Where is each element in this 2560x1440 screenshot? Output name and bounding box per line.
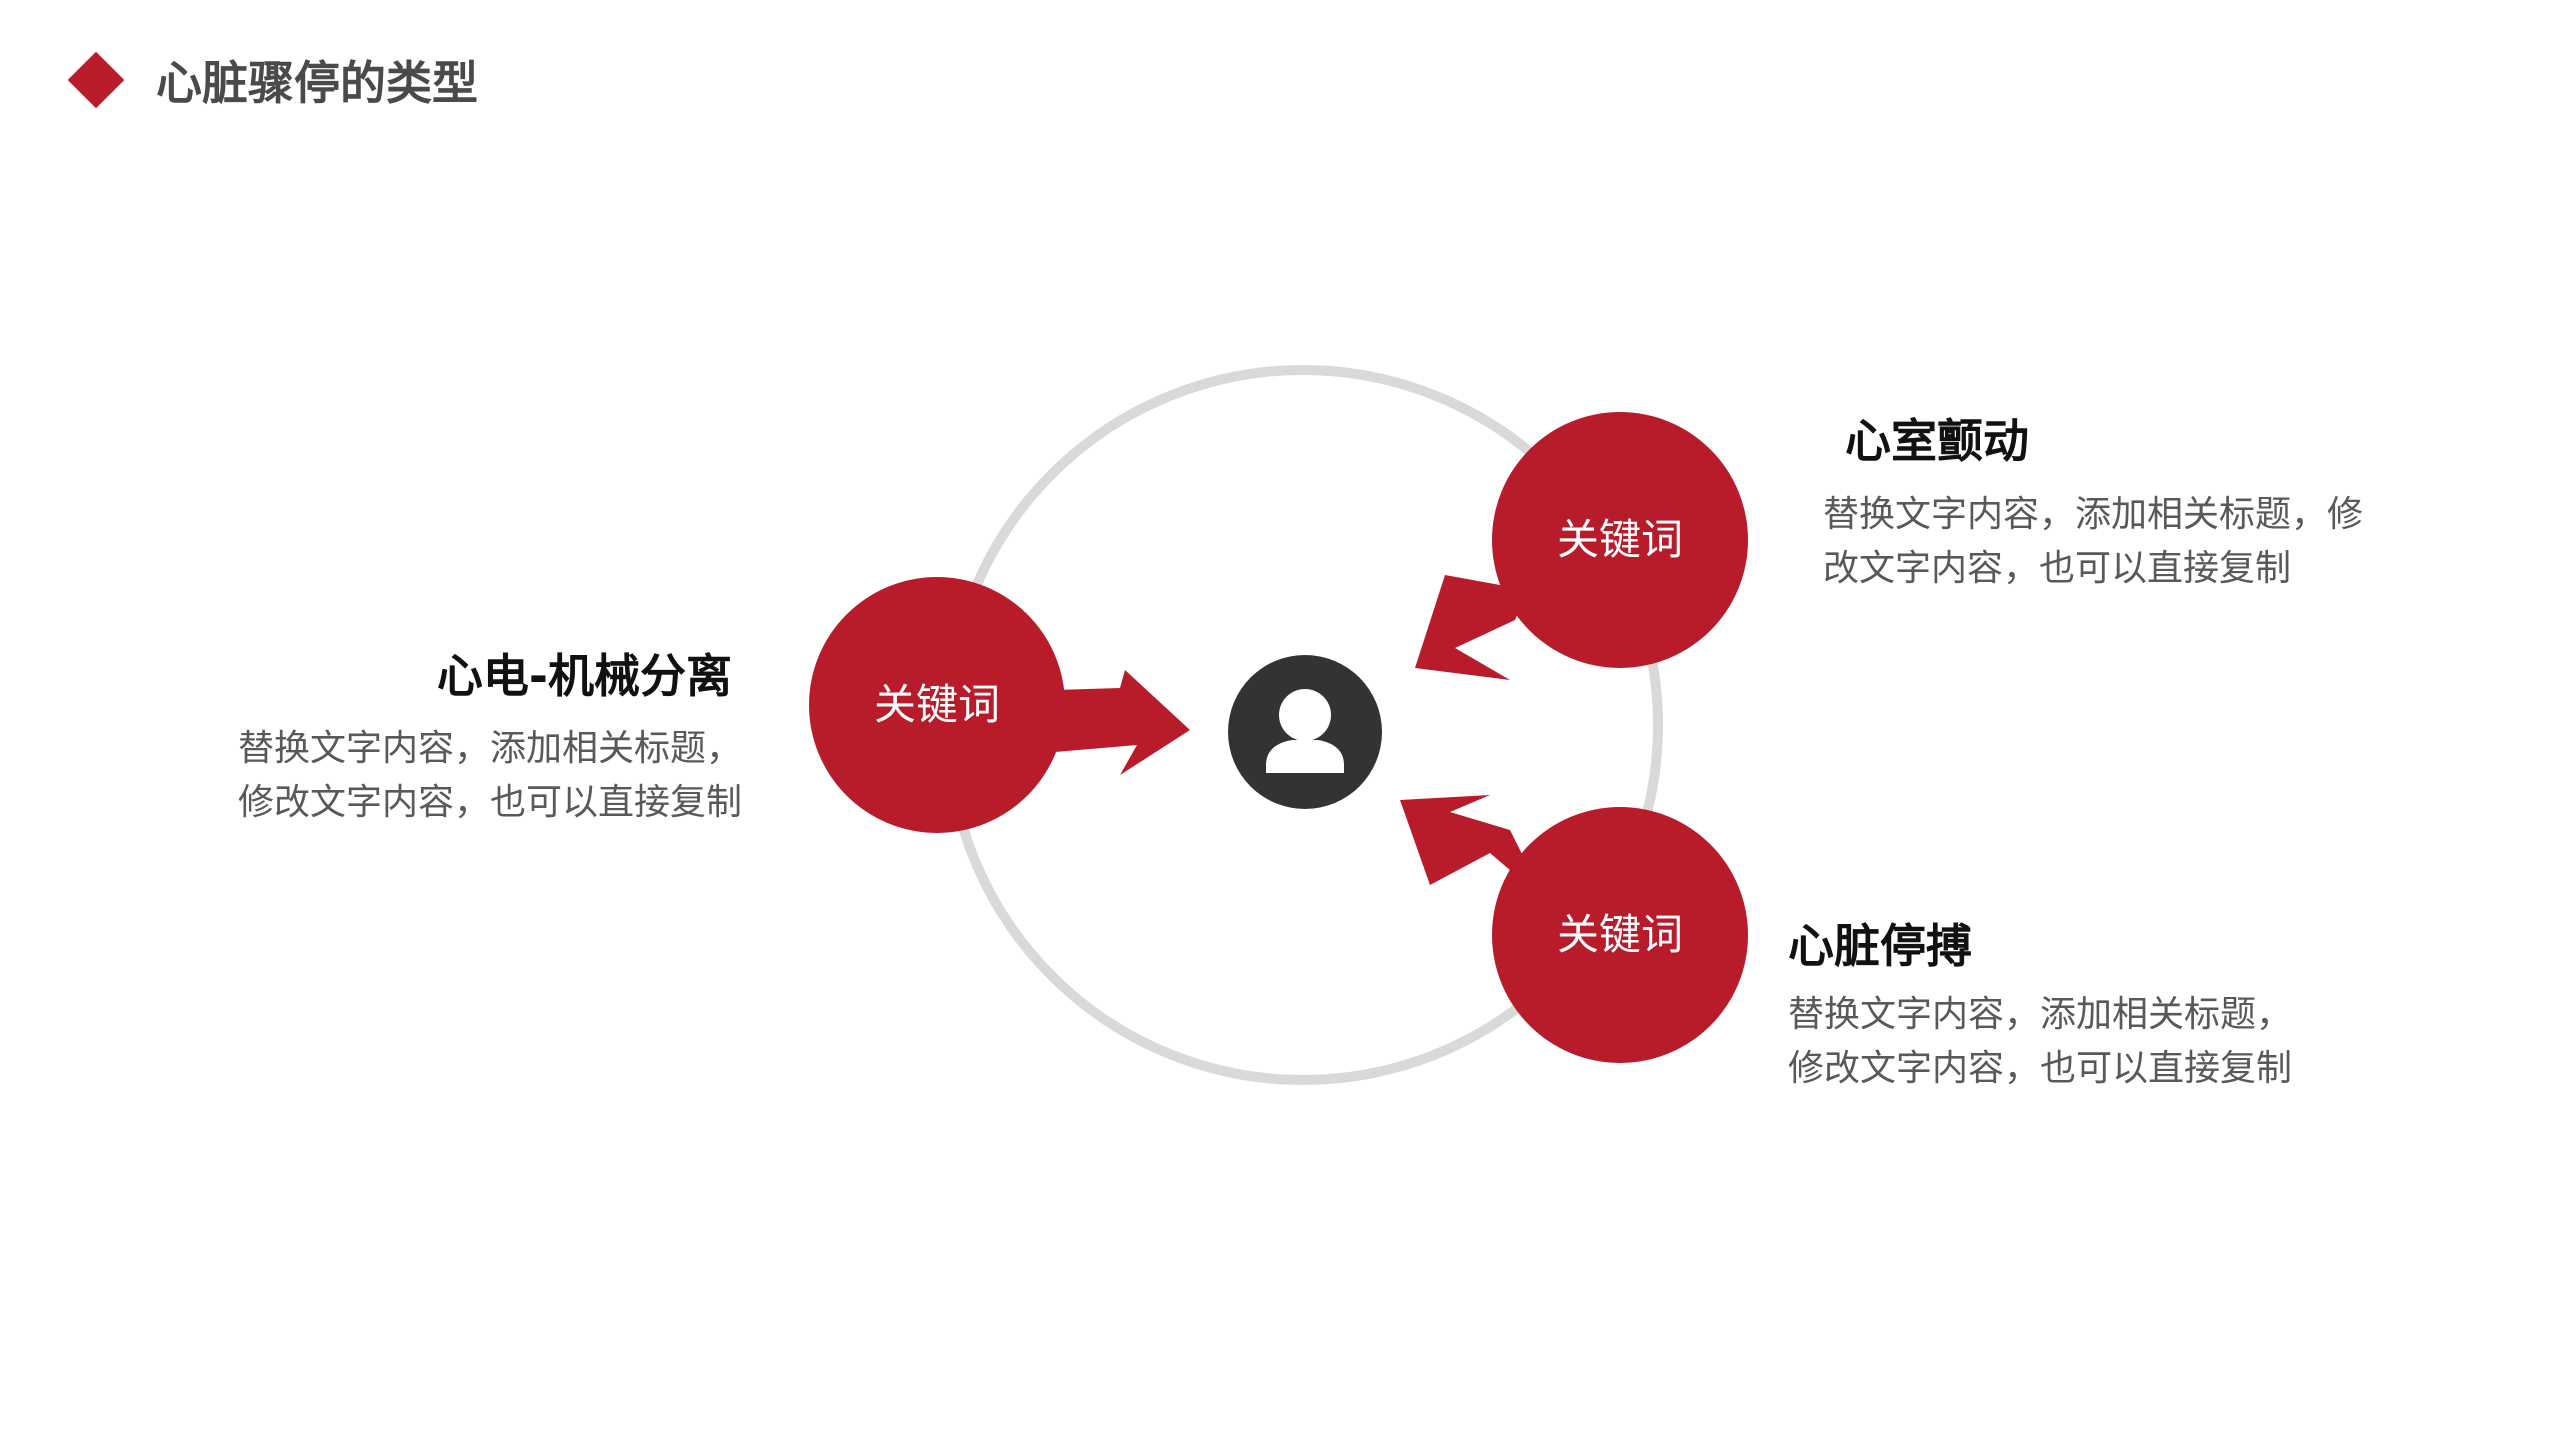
arrow-from-bottom-right-node	[1400, 795, 1545, 900]
page-title: 心脏骤停的类型	[156, 56, 478, 110]
item-heading-cardiac-asystole: 心脏停搏	[1788, 919, 1972, 973]
item-description: 替换文字内容，添加相关标题，修改文字内容，也可以直接复制	[1788, 994, 2293, 1089]
item-heading-electromechanical-dissociation: 心电-机械分离	[436, 649, 732, 703]
user-icon	[1228, 655, 1382, 809]
item-description: 替换文字内容，添加相关标题，修改文字内容，也可以直接复制	[1823, 494, 2364, 589]
arrow-from-left-node	[1055, 670, 1190, 775]
node-circle-ventricular-fibrillation	[1492, 412, 1748, 668]
item-heading-ventricular-fibrillation: 心室颤动	[1845, 414, 2029, 468]
arrow-from-top-right-node	[1415, 575, 1533, 680]
title-bar: 心脏骤停的类型	[64, 44, 478, 116]
node-keyword-label: 关键词	[873, 680, 1000, 729]
node-keyword-label: 关键词	[1556, 910, 1683, 959]
node-keyword-label: 关键词	[1556, 515, 1683, 564]
node-circle-cardiac-asystole	[1492, 807, 1748, 1063]
node-circle-electromechanical-dissociation	[809, 577, 1065, 833]
item-description: 替换文字内容，添加相关标题，修改文字内容，也可以直接复制	[238, 728, 743, 823]
